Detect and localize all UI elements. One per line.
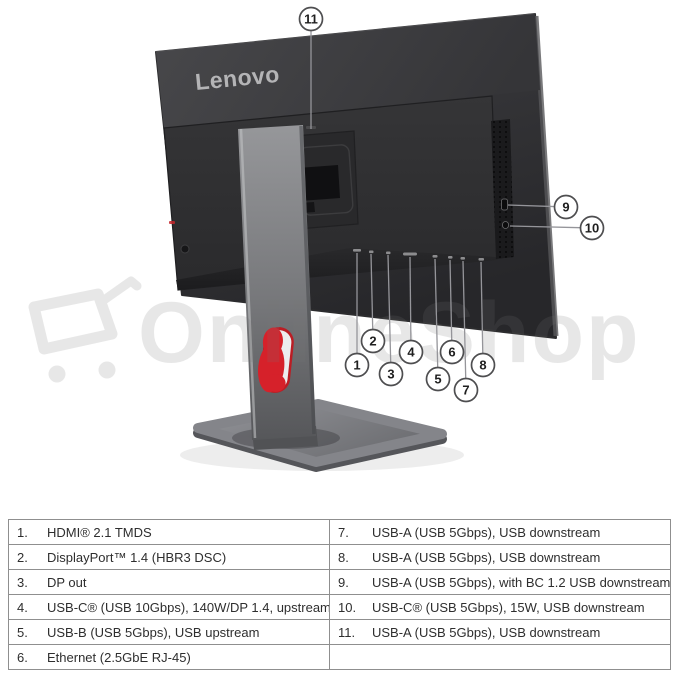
callout-line-5 xyxy=(434,258,439,368)
stand-highlight xyxy=(239,128,257,439)
callout-number-6: 6 xyxy=(448,345,455,360)
monitor-base xyxy=(180,399,464,472)
callout-circle-7 xyxy=(453,377,479,403)
callout-number-7: 7 xyxy=(462,383,469,398)
callout-number-8: 8 xyxy=(479,358,486,373)
port-ethernet xyxy=(478,258,484,261)
callout-number-1: 1 xyxy=(353,358,360,373)
power-led-mark xyxy=(169,221,175,224)
port-description: USB-A (USB 5Gbps), with BC 1.2 USB downs… xyxy=(368,569,671,595)
table-row: 4.USB-C® (USB 10Gbps), 140W/DP 1.4, upst… xyxy=(8,594,671,620)
port-description: USB-C® (USB 5Gbps), 15W, USB downstream xyxy=(368,594,671,620)
port-description xyxy=(368,644,671,670)
bottom-ports xyxy=(353,249,484,261)
callout-number-4: 4 xyxy=(407,345,415,360)
port-usb-a-2 xyxy=(460,257,465,260)
port-description: USB-B (USB 5Gbps), USB upstream xyxy=(43,619,330,645)
port-number: 4. xyxy=(8,594,43,620)
port-hdmi xyxy=(353,249,361,252)
port-number: 11. xyxy=(329,619,368,645)
callout-circle-10 xyxy=(579,215,605,241)
port-description: USB-A (USB 5Gbps), USB downstream xyxy=(368,544,671,570)
port-number: 1. xyxy=(8,519,43,545)
port-number: 8. xyxy=(329,544,368,570)
callout-line-7 xyxy=(462,260,467,379)
cable-management-hole xyxy=(258,327,294,393)
callout-line-10 xyxy=(509,225,581,229)
callout-circle-4 xyxy=(398,339,424,365)
callout-annotations: 12 34 56 78 9 10 11 xyxy=(298,6,605,403)
callout-circle-6 xyxy=(439,339,465,365)
callout-circle-1 xyxy=(344,352,370,378)
callout-circle-9 xyxy=(553,194,579,220)
callout-line-4 xyxy=(409,256,412,341)
shopping-cart-icon xyxy=(28,276,142,383)
callout-line-3 xyxy=(387,254,392,363)
callout-line-9 xyxy=(507,204,555,208)
vesa-mount xyxy=(293,130,359,230)
callout-number-10: 10 xyxy=(585,221,599,236)
port-description: USB-A (USB 5Gbps), USB downstream xyxy=(368,519,671,545)
callout-number-9: 9 xyxy=(562,200,569,215)
callout-number-11: 11 xyxy=(304,12,318,27)
port-description: USB-C® (USB 10Gbps), 140W/DP 1.4, upstre… xyxy=(43,594,330,620)
callout-number-2: 2 xyxy=(369,334,376,349)
table-row: 6.Ethernet (2.5GbE RJ-45) xyxy=(8,644,671,670)
port-dp-out xyxy=(386,251,391,255)
port-number: 5. xyxy=(8,619,43,645)
callout-circle-5 xyxy=(425,366,451,392)
stand-column xyxy=(238,125,316,440)
callout-number-5: 5 xyxy=(434,372,441,387)
callout-line-8 xyxy=(480,261,484,354)
port-usb-a-1 xyxy=(448,256,453,259)
port-usb-a-side xyxy=(501,198,508,211)
port-number: 7. xyxy=(329,519,368,545)
port-description: DisplayPort™ 1.4 (HBR3 DSC) xyxy=(43,544,330,570)
port-usb-c-side xyxy=(502,221,509,229)
port-description: HDMI® 2.1 TMDS xyxy=(43,519,330,545)
port-number: 9. xyxy=(329,569,368,595)
monitor-stand xyxy=(238,125,316,440)
port-description: USB-A (USB 5Gbps), USB downstream xyxy=(368,619,671,645)
table-row: 2.DisplayPort™ 1.4 (HBR3 DSC)8.USB-A (US… xyxy=(8,544,671,570)
port-number xyxy=(329,644,368,670)
port-usb-c-upstream xyxy=(403,252,417,256)
callout-line-6 xyxy=(449,259,453,341)
port-usb-b xyxy=(432,255,438,258)
right-side-face xyxy=(533,15,559,337)
upper-band xyxy=(156,14,540,128)
port-description: Ethernet (2.5GbE RJ-45) xyxy=(43,644,330,670)
port-description: DP out xyxy=(43,569,330,595)
callout-circle-2 xyxy=(360,328,386,354)
callout-circle-8 xyxy=(470,352,496,378)
callout-number-3: 3 xyxy=(387,367,394,382)
port-displayport xyxy=(369,250,374,254)
port-number: 3. xyxy=(8,569,43,595)
port-number: 10. xyxy=(329,594,368,620)
port-number: 6. xyxy=(8,644,43,670)
callout-circle-11 xyxy=(298,6,324,32)
kensington-lock-slot xyxy=(180,244,190,254)
port-number: 2. xyxy=(8,544,43,570)
callout-circle-3 xyxy=(378,361,404,387)
product-figure: Lenovo xyxy=(28,6,639,472)
watermark: OnlineShop xyxy=(28,276,639,383)
stand-shade xyxy=(299,125,316,435)
callout-line-2 xyxy=(370,253,374,330)
